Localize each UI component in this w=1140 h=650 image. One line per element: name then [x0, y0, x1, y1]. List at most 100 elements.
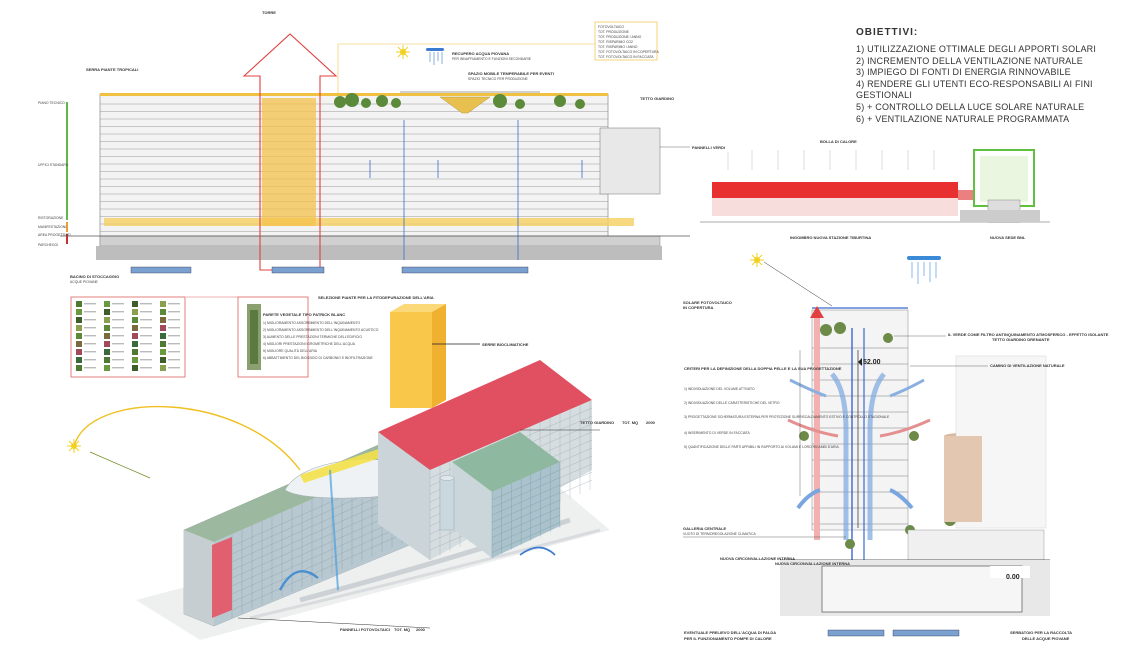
- heat-dashes: [727, 150, 935, 170]
- fv-line: TOT. FOTOVOLTAICO IN COPERTURA: [598, 50, 659, 54]
- fv-line: TOT. RISPARMIO CO2: [598, 40, 633, 44]
- tetto-giardino-val: 2000: [646, 420, 656, 425]
- event-funnel: [439, 96, 491, 114]
- building-section-top: PIANO TECNICO UFFICI STANDARD RISTORAZIO…: [38, 10, 725, 300]
- elevation-top: 52.00: [863, 359, 881, 366]
- building-base: [99, 235, 661, 247]
- ventilation-arrow: [242, 33, 338, 271]
- level-label: PIANO TECNICO: [38, 101, 65, 105]
- tetto-giardino-tot: TOT. MQ: [622, 420, 638, 425]
- criteri-item: 3) PROGETTAZIONE SCHERMATURA ESTERNA PER…: [684, 415, 890, 419]
- sun-orbit: [73, 405, 301, 471]
- rain-cloud-icon: [907, 256, 941, 284]
- wall-line: 4) MIGLIORI PRESTAZIONI IGROMETRICHE DEL…: [263, 342, 356, 346]
- objective-item: 6) + VENTILAZIONE NATURALE PROGRAMMATA: [856, 113, 1070, 124]
- wall-line: 6) ABBATTIMENTO DEL BIOSSIDO DI CARBONIO…: [263, 356, 373, 360]
- road-label: NUOVA CIRCONVALLAZIONE INTERNA: [720, 556, 795, 561]
- foundation: [96, 246, 662, 260]
- red-facade: [212, 537, 232, 618]
- recupero-sub: PER INNAFFIAMENTO E FUNZIONI SECONDARIE: [452, 57, 532, 61]
- fv-line: TOT. RISPARMIO / ANNO: [598, 45, 638, 49]
- sun-icon: [750, 253, 764, 267]
- serbatoio-label: SERBATOIO PER LA RACCOLTA: [1010, 630, 1072, 635]
- pannelli-val: 2000: [416, 627, 426, 632]
- building-section-right: 52.00 0.00 SOLARE FOTOVOLTAICO IN COPERT…: [683, 253, 1109, 641]
- green-vertical-bar: [66, 102, 68, 220]
- ingombro-label: INGOMBRO NUOVA STAZIONE TIBURTINA: [790, 235, 871, 240]
- pannelli-verdi-label: PANNELLI VERDI: [692, 145, 725, 150]
- serbatoio-sub: DELLE ACQUE PIOVANE: [1022, 636, 1070, 641]
- level-label: RISTORAZIONE: [38, 216, 64, 220]
- elevation-zero: 0.00: [1006, 574, 1020, 581]
- atrium-highlight: [262, 98, 316, 226]
- torre-label: TORRE: [262, 10, 276, 15]
- galleria-sub: VUOTO DI TERMOREGOLAZIONE CLIMATICA: [683, 532, 756, 536]
- wall-line: 5) MIGLIORE QUALITÀ DELL'ARIA: [263, 349, 318, 353]
- wall-title: PARETE VEGETALE TIPO PATRICK BLANC: [263, 312, 345, 317]
- spazio-label: SPAZIO MOBILE TEMPERABILE PER EVENTI: [468, 71, 554, 76]
- bolla-label: BOLLA DI CALORE: [820, 139, 857, 144]
- serre-label: SERRE BIOCLIMATICHE: [482, 342, 529, 347]
- fotovoltaico-box: [594, 21, 658, 61]
- fv-line: FOTOVOLTAICO: [598, 25, 624, 29]
- bacino-label: BACINO DI STOCCAGGIO: [70, 274, 119, 279]
- eventuale-sub: PER IL FUNZIONAMENTO POMPE DI CALORE: [684, 636, 772, 641]
- objectives-list: 1) UTILIZZAZIONE OTTIMALE DEGLI APPORTI …: [856, 44, 1140, 125]
- tetto-giardino-axon: TETTO GIARDINO: [580, 420, 614, 425]
- criteri-item: 5) QUANTIFICAZIONE DELLE PARTI APRIBILI …: [684, 445, 839, 449]
- sun-icon: [396, 45, 410, 59]
- red-roof: [378, 360, 592, 470]
- fv-line: TOT. PRODUZIONE: [598, 30, 630, 34]
- heat-section: BOLLA DI CALORE INGOMBRO NUOVA STAZIONE …: [700, 139, 1050, 240]
- solare-fv-sub: IN COPERTURA: [683, 305, 714, 310]
- fv-line: TOT. FOTOVOLTAICO IN FACCIATA: [598, 55, 654, 59]
- camino-label: CAMINO DI VENTILAZIONE NATURALE: [990, 363, 1065, 368]
- water-arrows: [369, 120, 583, 260]
- axonometric-view: SERRE BIOCLIMATICHE: [67, 304, 656, 640]
- fv-line: TOT. PRODUZIONE / ANNO: [598, 35, 642, 39]
- verde-filtro-sub: TETTO GIARDINO DRENANTE: [992, 337, 1050, 342]
- heat-bar-shadow: [712, 198, 958, 216]
- wall-line: 3) AUMENTO DELLE PRESTAZIONI TERMICHE DE…: [263, 335, 362, 339]
- heat-bar: [712, 182, 958, 200]
- nuova-sede-label: NUOVA SEDE BNL: [990, 235, 1026, 240]
- pannelli-tot: TOT. MQ: [394, 627, 410, 632]
- roof-trees: [334, 93, 585, 109]
- wall-line: 2) MIGLIORAMENTO ASSORBIMENTO DELL'INQUI…: [263, 328, 379, 332]
- ground-band: [104, 218, 634, 226]
- road-label: NUOVA CIRCONVALLAZIONE INTERNA: [775, 561, 850, 566]
- right-block: [599, 127, 661, 195]
- recupero-label: RECUPERO ACQUA PIOVANA: [452, 51, 509, 56]
- level-label: AREA PROGETTISTI: [38, 233, 71, 237]
- tower-body: [811, 309, 909, 531]
- glass-block-roof: [452, 432, 560, 492]
- rain-cloud-icon: [426, 48, 444, 65]
- serbatoio-basin: [892, 629, 960, 637]
- eventuale-label: EVENTUALE PRELIEVO DELL'ACQUA DI FALDA: [684, 630, 776, 635]
- objectives-title: OBIETTIVI:: [856, 27, 919, 38]
- objective-item: 4) RENDERE GLI UTENTI ECO-RESPONSABILI A…: [856, 78, 1093, 101]
- criteri-title: CRITERI PER LA DEFINIZIONE DELLA DOPPIA …: [684, 366, 842, 371]
- bacino-sub: ACQUE PIOVANE: [70, 280, 99, 284]
- plant-selection-panel: [70, 296, 186, 378]
- spazio-sub: SPAZIO TECNICO PER PRODUZIONE: [468, 77, 529, 81]
- level-label: PARCHEGGI: [38, 243, 58, 247]
- solare-fv-label: SOLARE FOTOVOLTAICO: [683, 300, 732, 305]
- objective-item: 2) INCREMENTO DELLA VENTILAZIONE NATURAL…: [856, 55, 1083, 66]
- plant-grid: [76, 301, 180, 371]
- criteri-item: 2) INDIVIDUAZIONE DELLE CARATTERISTICHE …: [684, 401, 780, 405]
- level-label: MANIFESTAZIONI: [38, 225, 66, 229]
- fv-leader: [337, 43, 595, 96]
- green-wall-panel: PARETE VEGETALE TIPO PATRICK BLANC 1) MI…: [186, 296, 379, 378]
- basin: [130, 266, 192, 274]
- verde-filtro-label: IL VERDE COME FILTRO ANTINQUINAMENTO ATM…: [948, 332, 1109, 337]
- serre-tower: [390, 312, 432, 408]
- objective-item: 5) + CONTROLLO DELLA LUCE SOLARE NATURAL…: [856, 101, 1085, 112]
- tetto-giardino-label: TETTO GIARDINO: [640, 96, 674, 101]
- selezione-label: SELEZIONE PIANTE PER LA FITODEPURAZIONE …: [318, 295, 434, 300]
- galleria-label: GALLERIA CENTRALE: [683, 526, 727, 531]
- orange-vertical-bar: [66, 222, 68, 232]
- basin: [271, 266, 325, 274]
- sun-icon: [67, 439, 81, 453]
